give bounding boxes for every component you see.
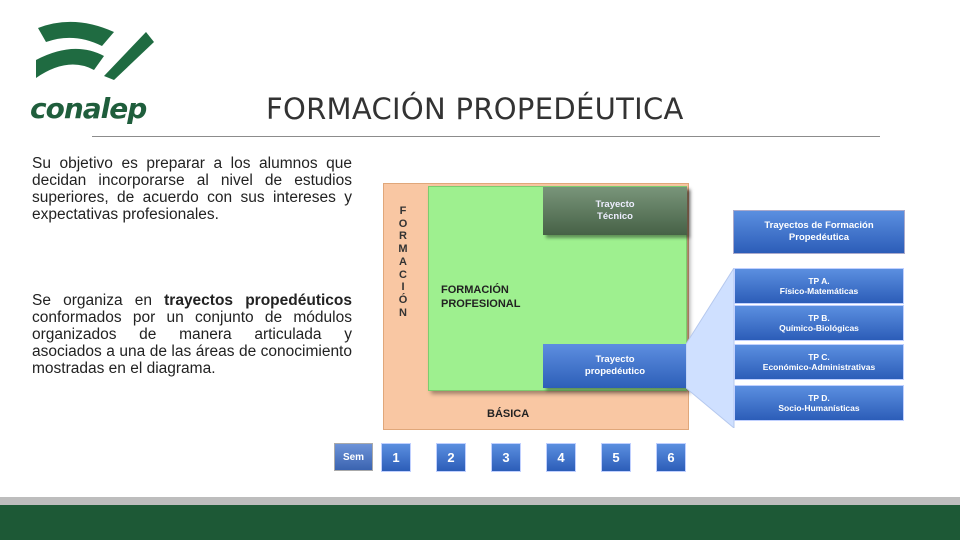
footer-gray-band	[0, 497, 960, 505]
semester-5: 5	[601, 443, 631, 472]
box-line: propedéutico	[584, 366, 646, 377]
option-name: Económico-Administrativas	[762, 362, 876, 372]
vertical-formacion-label: F O R M A C I Ó N	[396, 205, 410, 319]
option-name: Físico-Matemáticas	[779, 286, 859, 296]
fp-line: FORMACIÓN	[441, 284, 509, 296]
paragraph-objective: Su objetivo es preparar a los alumnos qu…	[32, 155, 352, 223]
trayecto-tecnico-box: Trayecto Técnico	[543, 187, 687, 235]
vertical-letter: I	[401, 281, 405, 294]
semester-1: 1	[381, 443, 411, 472]
trayectos-formacion-title-box: Trayectos de Formación Propedéutica	[733, 210, 905, 254]
vertical-letter: F	[399, 205, 407, 217]
formacion-profesional-label: FORMACIÓN PROFESIONAL	[441, 283, 520, 311]
option-code: TP A.	[808, 276, 830, 286]
footer-green-band	[0, 505, 960, 540]
option-name: Socio-Humanísticas	[778, 403, 860, 413]
vertical-letter: A	[399, 255, 407, 268]
option-name: Químico-Biológicas	[779, 323, 859, 333]
connector-wedge	[686, 268, 735, 428]
vertical-letter: R	[399, 230, 407, 243]
p2-text-start: Se organiza en	[32, 292, 165, 309]
trayecto-propedeutico-box: Trayecto propedéutico	[543, 344, 687, 388]
vertical-letter: M	[398, 243, 408, 256]
vertical-letter: O	[398, 217, 408, 230]
basica-label: BÁSICA	[487, 408, 530, 420]
option-code: TP C.	[808, 352, 830, 362]
semester-2: 2	[436, 443, 466, 472]
conalep-emblem	[36, 21, 154, 80]
title-divider	[92, 136, 880, 137]
box-line: Trayecto	[595, 354, 635, 365]
fp-line: PROFESIONAL	[441, 298, 521, 310]
logo-wordmark: conalep	[30, 92, 147, 125]
trayecto-option-d: TP D. Socio-Humanísticas	[734, 385, 904, 421]
trayecto-option-b: TP B. Químico-Biológicas	[734, 305, 904, 341]
trayecto-option-a: TP A. Físico-Matemáticas	[734, 268, 904, 304]
semester-4: 4	[546, 443, 576, 472]
vertical-letter: N	[399, 306, 407, 319]
semester-label: Sem	[334, 443, 373, 471]
p2-bold-text: trayectos propedéuticos	[164, 292, 352, 309]
conalep-logo: conalep	[30, 20, 154, 125]
vertical-letter: Ó	[398, 293, 408, 306]
option-code: TP D.	[808, 393, 830, 403]
trayecto-option-c: TP C. Económico-Administrativas	[734, 344, 904, 380]
paragraph-organization: Se organiza en trayectos propedéuticos c…	[32, 292, 352, 377]
semester-6: 6	[656, 443, 686, 472]
box-line: Técnico	[597, 211, 633, 222]
box-line: Trayectos de Formación	[764, 220, 874, 231]
box-line: Propedéutica	[788, 232, 850, 243]
vertical-letter: C	[399, 268, 407, 281]
option-code: TP B.	[808, 313, 830, 323]
box-line: Trayecto	[595, 199, 635, 210]
p2-text-end: conformados por un conjunto de módulos o…	[32, 309, 352, 377]
semester-3: 3	[491, 443, 521, 472]
page-title: FORMACIÓN PROPEDÉUTICA	[266, 92, 684, 126]
